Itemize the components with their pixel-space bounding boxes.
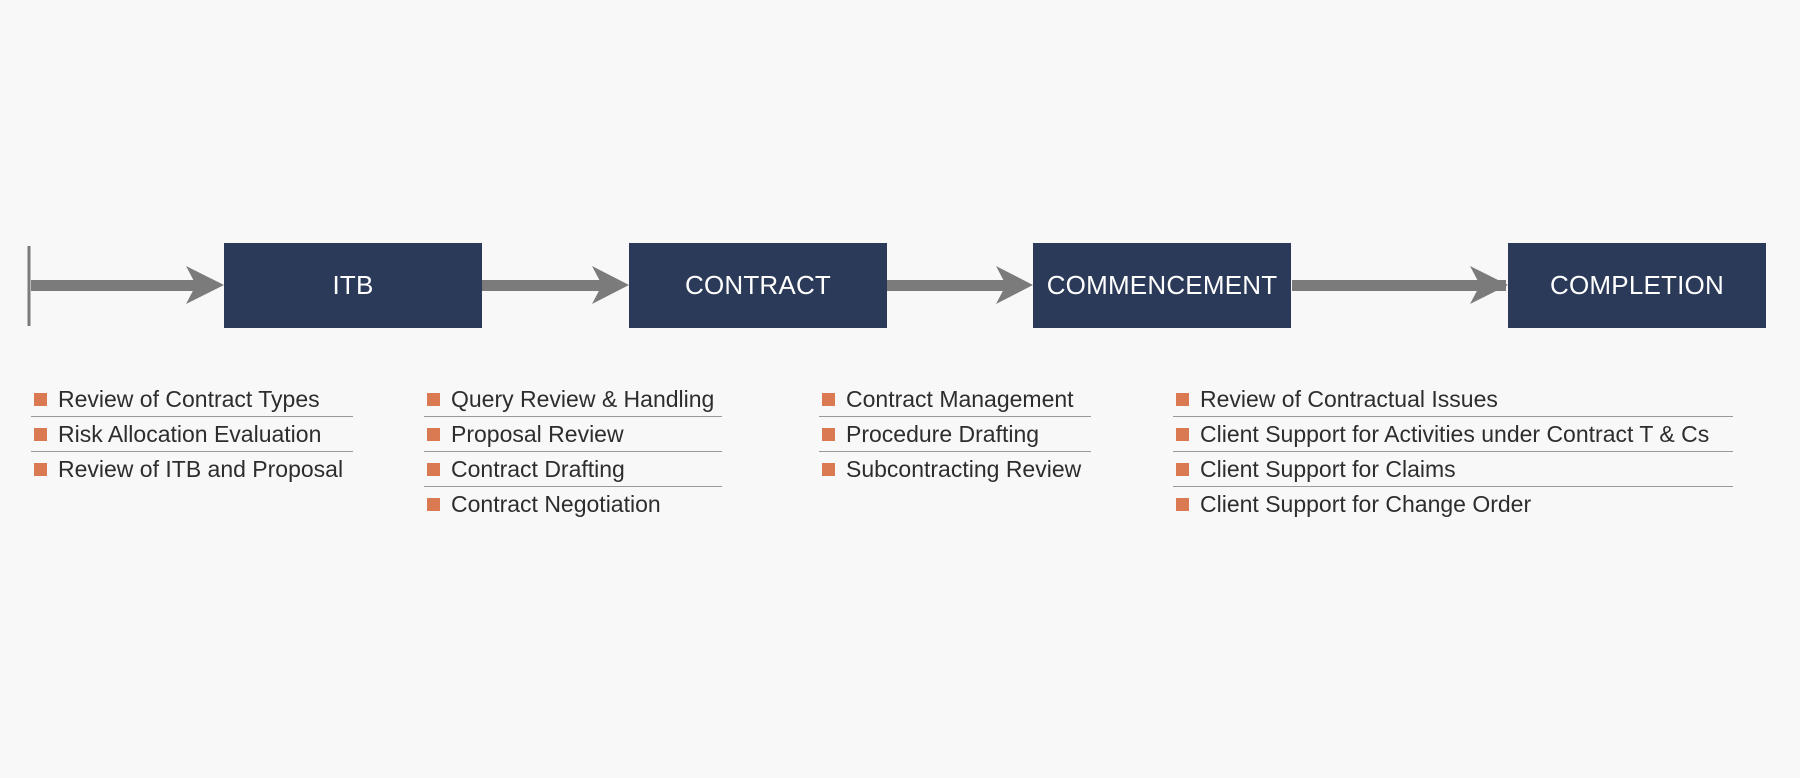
stage-box-itb: ITB: [224, 243, 482, 328]
square-bullet-icon: [34, 427, 47, 441]
square-bullet-icon: [34, 463, 47, 476]
task-list-completion: Review of Contractual Issues Client Supp…: [1173, 382, 1733, 522]
task-label: Risk Allocation Evaluation: [58, 420, 322, 447]
list-item: Review of Contractual Issues: [1173, 382, 1733, 417]
task-label: Subcontracting Review: [846, 456, 1082, 482]
task-label: Query Review & Handling: [451, 385, 715, 412]
task-label: Proposal Review: [451, 420, 624, 447]
task-label: Review of Contract Types: [58, 385, 320, 412]
task-list-itb: Review of Contract Types Risk Allocation…: [31, 382, 353, 487]
task-label: Procedure Drafting: [846, 420, 1040, 447]
task-label: Client Support for Activities under Cont…: [1200, 420, 1710, 447]
list-item: Query Review & Handling: [424, 382, 722, 417]
stage-label-contract: CONTRACT: [684, 270, 832, 300]
square-bullet-icon: [822, 463, 835, 476]
task-label: Contract Management: [846, 385, 1074, 412]
stage-label-commencement: COMMENCEMENT: [1046, 270, 1278, 300]
square-bullet-icon: [822, 427, 835, 441]
square-bullet-icon: [822, 392, 835, 406]
square-bullet-icon: [427, 498, 440, 511]
arrow-itb-to-contract: [482, 266, 629, 304]
list-item: Client Support for Activities under Cont…: [1173, 417, 1733, 452]
square-bullet-icon: [1176, 392, 1189, 406]
list-item: Contract Negotiation: [424, 487, 722, 522]
square-bullet-icon: [1176, 498, 1189, 511]
square-bullet-icon: [427, 462, 440, 476]
task-label: Review of Contractual Issues: [1200, 385, 1498, 412]
list-item: Review of ITB and Proposal: [31, 452, 353, 487]
list-item: Risk Allocation Evaluation: [31, 417, 353, 452]
list-item: Client Support for Claims: [1173, 452, 1733, 487]
list-item: Contract Drafting: [424, 452, 722, 487]
square-bullet-icon: [427, 427, 440, 441]
arrow-commencement-to-completion: [1292, 266, 1508, 304]
list-item: Proposal Review: [424, 417, 722, 452]
task-label: Contract Negotiation: [451, 491, 661, 517]
stage-label-itb: ITB: [332, 270, 374, 300]
task-label: Contract Drafting: [451, 455, 625, 482]
arrow-contract-to-commencement: [887, 266, 1033, 304]
stage-box-commencement: COMMENCEMENT: [1033, 243, 1291, 328]
list-item: Procedure Drafting: [819, 417, 1091, 452]
list-item: Contract Management: [819, 382, 1091, 417]
list-item: Review of Contract Types: [31, 382, 353, 417]
stage-box-completion: COMPLETION: [1508, 243, 1766, 328]
square-bullet-icon: [1176, 462, 1189, 476]
list-item: Subcontracting Review: [819, 452, 1091, 487]
task-label: Client Support for Change Order: [1200, 491, 1532, 517]
task-label: Client Support for Claims: [1200, 455, 1456, 482]
stage-box-contract: CONTRACT: [629, 243, 887, 328]
square-bullet-icon: [1176, 427, 1189, 441]
square-bullet-icon: [427, 392, 440, 406]
task-list-commencement: Contract Management Procedure Drafting S…: [819, 382, 1091, 487]
arrow-start-to-itb: [31, 266, 224, 304]
stage-label-completion: COMPLETION: [1550, 270, 1724, 300]
task-list-contract: Query Review & Handling Proposal Review …: [424, 382, 722, 522]
square-bullet-icon: [34, 392, 47, 406]
list-item: Client Support for Change Order: [1173, 487, 1733, 522]
task-label: Review of ITB and Proposal: [58, 456, 344, 482]
